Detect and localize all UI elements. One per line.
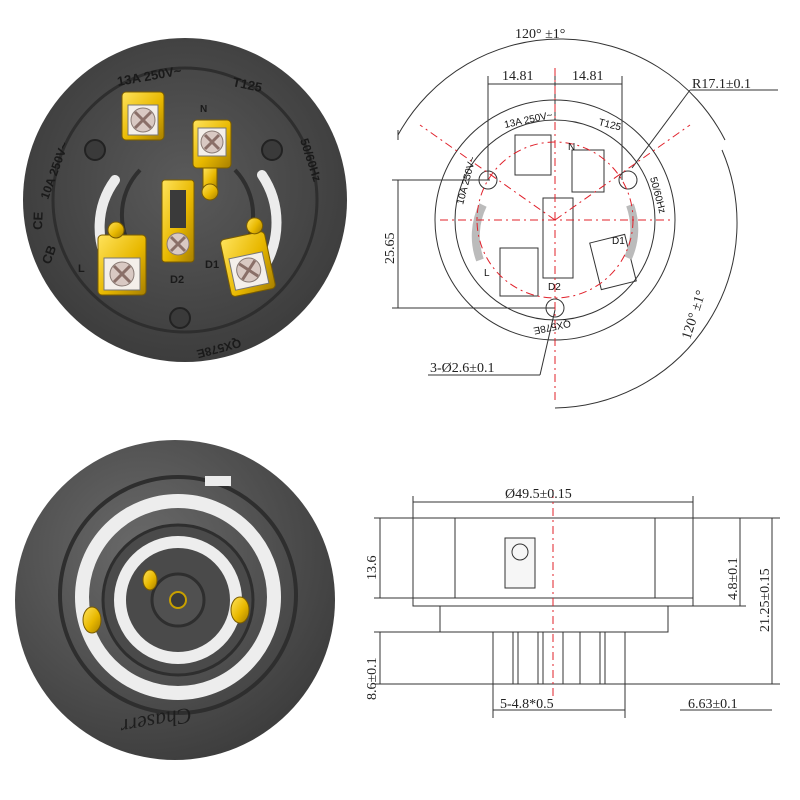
side-view-drawing <box>374 496 780 718</box>
drawing-hole-bottom <box>545 298 565 318</box>
dim-total-height: 21.25±0.15 <box>758 568 773 632</box>
mounting-hole-top-left <box>84 139 106 161</box>
back-ring-groove <box>75 494 281 700</box>
drawing-terminal-n <box>571 149 605 193</box>
back-hub-hole <box>169 591 187 609</box>
socket-face-inner-ring <box>51 66 319 334</box>
dim-angle-top: 120° ±1° <box>515 27 565 42</box>
dim-upper-height: 4.8±0.1 <box>726 557 741 600</box>
drawing-hole-left <box>478 170 498 190</box>
drawing-label-d2: D2 <box>548 282 561 293</box>
terminal-n <box>192 119 232 201</box>
temperature-label: T125 <box>231 74 263 95</box>
drawing-terminal-l <box>499 247 539 297</box>
drawing-rating-label: 13A 250V~ <box>503 110 554 131</box>
terminal-label-d1: D1 <box>205 259 219 271</box>
drawing-label-l: L <box>484 268 490 279</box>
ce-mark: CE <box>30 211 46 230</box>
back-pin-left <box>82 606 102 634</box>
terminal-label-d2: D2 <box>170 274 184 286</box>
back-notch <box>205 476 231 486</box>
dim-span-left: 14.81 <box>502 69 534 84</box>
drawing-terminal-center <box>542 197 574 279</box>
terminal-d1 <box>220 217 276 297</box>
side-pin-1 <box>492 631 514 685</box>
dim-body-height: 13.6 <box>365 556 380 581</box>
front-view-centerlines <box>419 68 691 400</box>
cb-mark: CB <box>39 243 60 266</box>
side-pin-2 <box>517 631 539 685</box>
terminal-label-n: N <box>200 104 207 115</box>
angle-arc-right <box>554 149 738 409</box>
drawing-hole-right <box>618 170 638 190</box>
socket-back-render: Chaserr <box>15 440 335 760</box>
drawing-current-rating-label: 10A 250V~ <box>455 155 478 206</box>
dim-height-vertical: 25.65 <box>383 233 398 265</box>
drawing-label-n: N <box>568 142 575 153</box>
side-body <box>454 517 656 599</box>
dim-diameter: Ø49.5±0.15 <box>505 487 572 502</box>
mounting-hole-top-right <box>261 139 283 161</box>
drawing-frequency-label: 50/60Hz <box>647 176 667 215</box>
back-ring-outer <box>58 475 298 715</box>
dim-span-right: 14.81 <box>572 69 604 84</box>
terminal-label-l: L <box>78 263 85 275</box>
side-pin-5 <box>604 631 626 685</box>
dim-pin-spacing: 5-4.8*0.5 <box>500 697 554 712</box>
drawing-label-d1: D1 <box>612 236 625 247</box>
drawing-temperature-label: T125 <box>597 117 622 133</box>
dim-pin-offset: 6.63±0.1 <box>688 697 738 712</box>
back-pin-center <box>142 569 158 591</box>
angle-arc-top <box>397 38 726 141</box>
dim-holes: 3-Ø2.6±0.1 <box>430 361 494 376</box>
back-pin-right <box>230 596 250 624</box>
socket-front-render: 13A 250V~ T125 50/60Hz 10A 250V~ CE CB Q… <box>23 38 347 362</box>
drawing-terminal-top-left <box>514 134 552 176</box>
side-terminal <box>504 537 536 589</box>
terminal-top-left <box>121 91 165 141</box>
terminal-l <box>97 221 147 296</box>
side-base <box>439 605 669 633</box>
terminal-center-pin <box>161 179 195 263</box>
front-view-drawing <box>392 38 778 409</box>
dim-radius: R17.1±0.1 <box>692 77 751 92</box>
dim-pin-length: 8.6±0.1 <box>365 657 380 700</box>
mounting-hole-bottom <box>169 307 191 329</box>
side-pin-4 <box>579 631 601 685</box>
dim-angle-right: 120° ±1° <box>680 289 710 342</box>
